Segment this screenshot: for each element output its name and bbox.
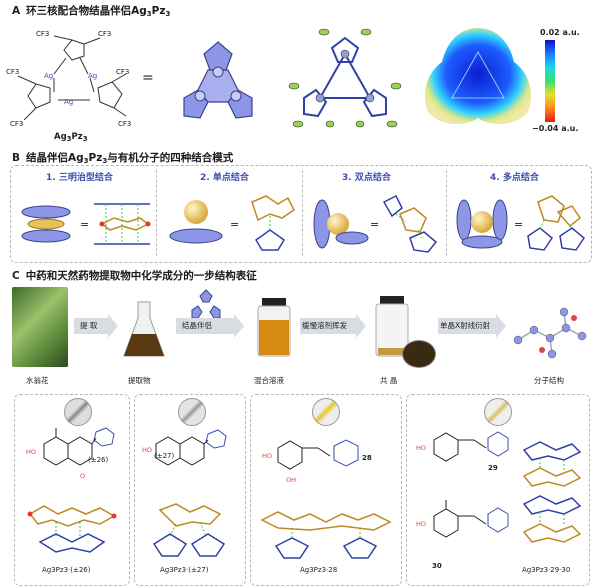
compound-30-skeleton: HO [416,500,509,538]
compound-panel-29-30 [406,394,590,586]
cf3-label-4: CF3 [116,68,129,76]
ag-atom-1: Ag [44,72,53,80]
cocrystal-vial [375,296,409,357]
mode-3-cartoon [313,199,369,249]
mode-4-crystal [527,195,585,251]
crystal-photo-28 [312,398,340,426]
cocrystal-model-28 [260,511,392,559]
cf3-label-1: CF3 [36,30,49,38]
ho-label-28: HO [262,452,272,460]
cocrystal-label-27: Ag3Pz3·(±27) [160,566,209,574]
companion-icon [191,289,221,319]
workflow-arrow-1 [74,314,118,338]
ag-atom-2: Ag [88,72,97,80]
mode-1-cartoon [21,205,71,243]
step-label-cocrystal: 共 晶 [380,376,398,385]
step-label-mixed: 混合溶液 [254,376,284,385]
step-label-extract: 提取物 [128,376,151,385]
molecular-structure [513,307,587,359]
cf3-label-5: CF3 [10,120,23,128]
mode-title-1: 1. 三明治型结合 [46,173,113,183]
crystal-photo-29-30 [484,398,512,426]
mode-2-cartoon [169,200,223,244]
electrostatic-potential-map [424,28,532,125]
compound-tag-26: (±26) [88,456,109,464]
ag3pz3-chemical-structure: CF3 CF3 CF3 CF3 CF3 CF3 Ag Ag Ag [6,30,131,128]
mode-divider-3 [446,170,447,256]
cocrystal-zoom [402,340,436,368]
extract-flask [123,301,165,357]
colorbar-max-label: 0.02 a.u. [540,28,580,37]
cocrystal-model-29-30 [522,441,582,543]
arrow-label-extract: 提 取 [80,321,98,330]
compound-panel-27 [134,394,246,586]
mode-4-cartoon [456,199,508,249]
workflow-arrow-3 [300,314,366,338]
compound-panel-26 [14,394,130,586]
mode-2-crystal [251,195,295,251]
compound-tag-27: (±27) [154,452,175,460]
o-label-26: O [80,472,85,480]
cocrystal-model-27 [152,503,226,557]
cf3-label-6: CF3 [118,120,131,128]
crystal-photo-27 [178,398,206,426]
cocrystal-label-26: Ag3Pz3·(±26) [42,566,91,574]
mode-2-equals: = [230,218,240,231]
cf3-label-3: CF3 [6,68,19,76]
workflow-arrow-4 [438,314,506,338]
mode-4-equals: = [514,218,524,231]
mode-3-crystal [382,194,438,253]
ag3pz3-cartoon [183,41,253,119]
compound-tag-29: 29 [488,464,498,472]
compound-panel-28 [250,394,402,586]
mode-1-equals: = [80,218,90,231]
workflow-arrow-2 [176,314,244,338]
mode-3-equals: = [370,218,380,231]
plant-photo [12,287,68,367]
compound-29-skeleton: HO [416,431,509,462]
step-label-plant: 水翁花 [26,376,49,385]
compound-27-skeleton: HO [142,429,227,466]
colorbar [545,40,555,122]
arrow-label-evaporate: 缓慢溶剂挥发 [302,321,347,330]
compound-tag-30: 30 [432,562,442,570]
ag-atom-3: Ag [64,98,73,106]
mode-1-crystal [94,203,151,245]
colorbar-min-label: −0.04 a.u. [532,124,579,133]
arrow-label-xrd: 单晶X射线衍射 [440,321,491,330]
compound-26-skeleton: HO O [26,427,115,480]
compound-28-skeleton: HO OH [262,439,359,484]
cocrystal-label-29-30: Ag3Pz3·29·30 [522,566,571,574]
mode-title-2: 2. 单点结合 [200,173,249,183]
mode-title-4: 4. 多点结合 [490,173,539,183]
compound-name-ag3pz3: Ag3Pz3 [54,132,88,143]
crystal-photo-26 [64,398,92,426]
ho-label-27: HO [142,446,152,454]
mixed-solution-vial [257,298,291,357]
ho-label-26: HO [26,448,36,456]
mode-title-3: 3. 双点结合 [342,173,391,183]
arrow-label-companion: 结晶伴侣 [182,321,212,330]
cocrystal-label-28: Ag3Pz3·28 [300,566,338,574]
ag3pz3-crystal-structure [288,28,402,128]
cf3-label-2: CF3 [98,30,111,38]
step-label-structure: 分子结构 [534,376,564,385]
ho-label-30: HO [416,520,426,528]
cocrystal-model-26 [27,505,117,553]
equals-sign-a: = [142,70,154,86]
mode-divider-1 [156,170,157,256]
mode-divider-2 [302,170,303,256]
ho-label-29: HO [416,444,426,452]
oh-label-28: OH [286,476,296,484]
compound-tag-28: 28 [362,454,372,462]
